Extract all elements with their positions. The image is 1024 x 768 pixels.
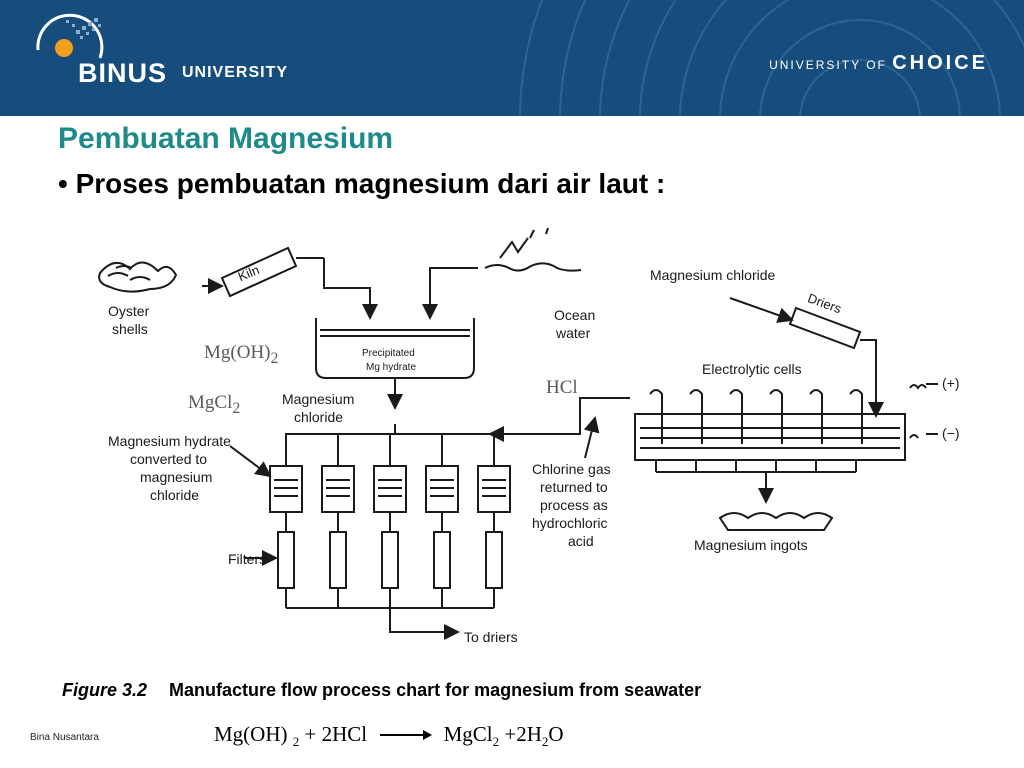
precip-label-line2: Mg hydrate bbox=[366, 362, 416, 373]
header-banner: BINUS UNIVERSITY UNIVERSITY OF CHOICE bbox=[0, 0, 1024, 116]
chlorine-label-line2: returned to bbox=[540, 479, 608, 495]
positive-terminal-label: (+) bbox=[942, 375, 960, 391]
mixing-tanks-icon bbox=[269, 434, 511, 532]
reaction-equation: Mg(OH) 2 + 2HCl MgCl2 +2H2O bbox=[214, 722, 564, 750]
mgcl-label-line2: chloride bbox=[294, 409, 343, 425]
eq-lhs2: + 2HCl bbox=[299, 722, 368, 746]
eq-rhs1: MgCl bbox=[443, 722, 493, 746]
negative-terminal-label: (−) bbox=[942, 425, 960, 441]
eq-rhs2: +2H bbox=[499, 722, 542, 746]
process-flow-diagram: Kiln Oyster shells Ocean water Precipita… bbox=[98, 228, 960, 645]
eq-rhs3: O bbox=[548, 722, 564, 746]
chlorine-label-line5: acid bbox=[568, 533, 594, 549]
kiln-label: Kiln bbox=[236, 262, 262, 284]
hydrate-label-line1: Magnesium hydrate bbox=[108, 433, 231, 449]
figure-label: Figure 3.2 bbox=[62, 680, 148, 700]
hcl-overlay: HCl bbox=[546, 377, 578, 398]
hydrate-label-line3: magnesium bbox=[140, 469, 212, 485]
magnesium-ingots-icon bbox=[718, 512, 834, 531]
eq-rhs1-sub: 2 bbox=[492, 734, 500, 750]
ocean-label-line2: water bbox=[555, 325, 591, 341]
driers-icon bbox=[729, 297, 884, 418]
mgcl2-subscript: 2 bbox=[232, 399, 241, 417]
driers-label: Driers bbox=[806, 290, 844, 316]
mgoh2-base: Mg(OH) bbox=[204, 342, 271, 363]
mgcl2-base: MgCl bbox=[188, 392, 233, 413]
eq-lhs1: Mg(OH) bbox=[214, 722, 288, 746]
oyster-label-line1: Oyster bbox=[108, 303, 150, 319]
oyster-shells-icon bbox=[98, 261, 178, 293]
electrolytic-cells-icon bbox=[634, 383, 938, 504]
eq-lhs1-sub: 2 bbox=[292, 734, 300, 750]
figure-caption: Figure 3.2 Manufacture flow process chart… bbox=[62, 680, 701, 701]
slide-title: Pembuatan Magnesium bbox=[58, 122, 394, 155]
tagline: UNIVERSITY OF CHOICE bbox=[769, 52, 988, 75]
hydrate-label-line2: converted to bbox=[130, 451, 207, 467]
chlorine-label-line4: hydrochloric bbox=[532, 515, 607, 531]
ingots-label: Magnesium ingots bbox=[694, 537, 808, 553]
hydrate-label-line4: chloride bbox=[150, 487, 199, 503]
chlorine-label-line1: Chlorine gas bbox=[532, 461, 611, 477]
oyster-label-line2: shells bbox=[112, 321, 148, 337]
header-decoration bbox=[36, 0, 1024, 116]
kiln-icon bbox=[202, 246, 378, 320]
logo-wordmark: BINUS bbox=[78, 58, 168, 88]
filters-icon bbox=[245, 531, 503, 640]
binus-logo-icon bbox=[36, 13, 104, 59]
chlorine-label-line3: process as bbox=[540, 497, 608, 513]
ocean-label-line1: Ocean bbox=[554, 307, 595, 323]
mg-chloride-top-label: Magnesium chloride bbox=[650, 267, 775, 283]
precip-label-line1: Precipitated bbox=[362, 348, 415, 359]
logo-suffix: UNIVERSITY bbox=[182, 64, 289, 81]
to-driers-label: To driers bbox=[464, 629, 518, 645]
footer-text: Bina Nusantara bbox=[30, 732, 99, 743]
mgcl2-overlay: MgCl2 bbox=[188, 392, 240, 418]
figure-caption-text: Manufacture flow process chart for magne… bbox=[169, 680, 702, 700]
eq-rhs2-sub: 2 bbox=[541, 734, 549, 750]
electrolytic-label: Electrolytic cells bbox=[702, 361, 802, 377]
settling-tank-icon bbox=[315, 318, 475, 410]
mgoh2-subscript: 2 bbox=[270, 349, 279, 367]
filters-label: Filters bbox=[228, 551, 266, 567]
ocean-water-icon bbox=[422, 228, 582, 320]
slide-bullet: • Proses pembuatan magnesium dari air la… bbox=[58, 168, 666, 199]
mgoh2-overlay: Mg(OH)2 bbox=[204, 342, 278, 368]
tagline-strong: CHOICE bbox=[892, 52, 988, 74]
mgcl-label-line1: Magnesium bbox=[282, 391, 354, 407]
tagline-prefix: UNIVERSITY OF bbox=[769, 58, 887, 72]
reaction-arrow-icon bbox=[380, 730, 433, 741]
